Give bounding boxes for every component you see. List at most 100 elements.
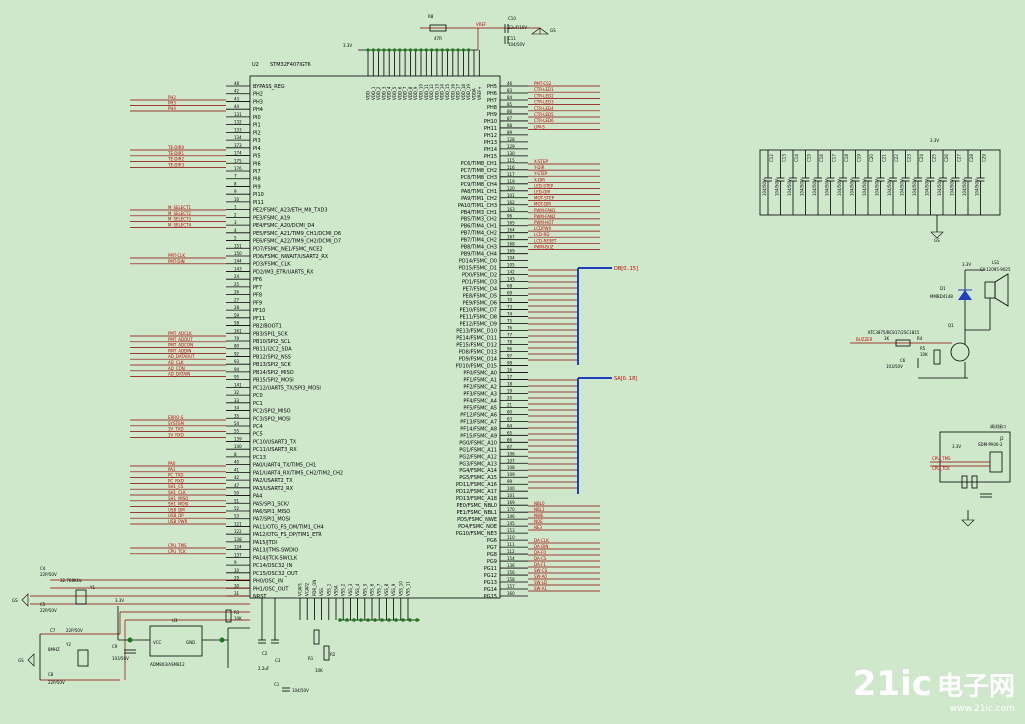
mcu-pin-name: PA12/OTG_FS_DP/TIM1_ETR xyxy=(253,532,322,538)
mcu-pin-name: NRST xyxy=(253,594,267,600)
buzzer-circuit: 3.3V D1 MMBD4148 LS1 CY-12095-9025 Q1 KT… xyxy=(850,260,1011,379)
mcu-pin-number: 120 xyxy=(507,186,515,191)
left-net-label: PMT-CLK xyxy=(168,253,185,258)
vdd-junction xyxy=(445,48,450,52)
mcu-pin-number: 60 xyxy=(507,409,513,414)
mcu-pin-number: 35 xyxy=(234,413,240,418)
mcu-pin-number: 150 xyxy=(234,251,242,256)
mcu-pin-number: 170 xyxy=(507,507,515,512)
mcu-pin-number: 79 xyxy=(234,336,240,341)
mcu-pin-name: PH15 xyxy=(484,154,497,160)
left-net-label: M_SELECT4 xyxy=(168,222,192,227)
mcu-pin-number: 42 xyxy=(234,89,240,94)
osc1-ground-label: GS xyxy=(12,598,18,603)
decap-ref: C13 xyxy=(782,154,787,162)
mcu-part: STM32F407IGT6 xyxy=(270,62,311,68)
mcu-pin-name: PG3/FSMC_A13 xyxy=(459,461,497,467)
r4-resistor xyxy=(895,339,911,347)
decap-ref: C24 xyxy=(919,154,924,162)
c5-value: 22P/50V xyxy=(40,608,57,613)
mcu-top-pin-name: VDD_16 xyxy=(450,84,455,100)
mcu-pin-name: PH2 xyxy=(253,92,263,98)
mcu-pin-name: PD7/FSMC_NE1/FSMC_NCE2 xyxy=(253,246,323,252)
mcu-pin-name: PF10 xyxy=(253,308,265,314)
mcu-pin-name: PG4/FSMC_A14 xyxy=(459,468,497,474)
mcu-pin-name: PF4/FSMC_A4 xyxy=(463,398,497,404)
left-net-label: CPU_TMS xyxy=(168,543,187,548)
mcu-pin-name: PD9/FSMC_D14 xyxy=(459,356,497,362)
c10-ref: C10 xyxy=(508,16,516,21)
mcu-pin-name: PG14 xyxy=(484,587,497,593)
decoupling-ground-label: GS xyxy=(934,238,940,243)
mcu-pin-name: PF5/FSMC_A5 xyxy=(463,405,497,411)
right-net-label: NOE xyxy=(534,519,543,524)
mcu-pin-name: PI3 xyxy=(253,138,261,144)
decap-value: 104/50V xyxy=(825,179,830,196)
mcu-pin-name: PG8 xyxy=(487,552,497,558)
mcu-top-pin-name: VDD_6 xyxy=(397,86,402,100)
left-net-label: PA1 xyxy=(168,467,176,472)
mcu-pin-name: PH4 xyxy=(253,107,263,113)
mcu-pin-name: PF15/FSMC_A9 xyxy=(460,433,497,439)
vss-junction xyxy=(380,618,384,622)
decap-ref: C23 xyxy=(907,154,912,162)
address-bus: SA[0..18] xyxy=(577,376,637,494)
left-net-label: AD_DATAOUT xyxy=(168,354,195,359)
mcu-pin-name: PB13/SPI2_SCK xyxy=(253,362,292,368)
left-net-label: SH1_MOSI xyxy=(168,502,188,507)
debug-header xyxy=(989,451,1003,473)
right-net-label: PMT-CS2 xyxy=(534,81,552,86)
mcu-pin-number: 131 xyxy=(234,112,242,117)
mcu-pin-name: PH12 xyxy=(484,133,497,139)
mcu-pin-name: PH9 xyxy=(487,112,497,118)
mcu-bottom-pin-name: PDR_ON xyxy=(312,580,317,596)
mcu-pin-name: PE9/FSMC_D6 xyxy=(463,301,497,307)
mcu-pin-number: 93 xyxy=(234,359,240,364)
mcu-pin-number: 143 xyxy=(507,277,515,282)
mcu-pin-number: 145 xyxy=(507,521,515,526)
right-net-label: LED-DIR xyxy=(534,190,551,195)
mcu-pin-number: 24 xyxy=(234,274,240,279)
mcu-pin-name: PC15/OSC32_OUT xyxy=(253,571,299,577)
mcu-pin-number: 137 xyxy=(234,552,242,557)
right-net-label: LCD-RD xyxy=(534,232,549,237)
left-net-label: PH2 xyxy=(168,95,176,100)
right-net-label: CTR-LED6 xyxy=(534,118,554,123)
mcu-pin-name: PB7/TIM4_CH2 xyxy=(461,231,497,237)
mcu-pin-name: PD6/FSMC_NWAIT/USART2_RX xyxy=(253,254,329,260)
decap-value: 104/50V xyxy=(775,179,780,196)
decap-value: 104/50V xyxy=(862,179,867,196)
mcu-pin-number: 164 xyxy=(507,228,515,233)
left-net-label: ERRO-S xyxy=(168,415,184,420)
mcu-pin-number: 122 xyxy=(234,529,242,534)
mcu-pin-number: 136 xyxy=(507,563,515,568)
mcu-pin-number: 96 xyxy=(507,214,513,219)
left-net-label: TE-DIR2 xyxy=(167,157,184,162)
mcu-pin-number: 54 xyxy=(234,421,240,426)
left-net-label: CPU_TCK xyxy=(168,549,186,554)
y2-crystal xyxy=(77,649,89,667)
mcu-pin-number: 85 xyxy=(507,102,513,107)
decap-ref: C19 xyxy=(857,154,862,162)
mcu-pin-number: 4 xyxy=(234,228,237,233)
mcu-top-pin-name: VDD_8 xyxy=(408,86,413,100)
mcu-bottom-pin-name: VSS_8 xyxy=(384,583,389,596)
mcu-pin-number: 63 xyxy=(507,416,513,421)
mcu-pin-number: 84 xyxy=(507,95,513,100)
left-net-label: TE-DIR0 xyxy=(167,145,184,150)
address-bus-label: SA[0..18] xyxy=(614,376,637,382)
mcu-pin-number: 143 xyxy=(234,266,242,271)
r5-ref: R5 xyxy=(920,346,926,351)
mcu-pin-name: PE3/FSMC_A19 xyxy=(253,215,290,221)
mcu-pin-number: 108 xyxy=(507,465,515,470)
decap-ref: C27 xyxy=(957,154,962,162)
mcu-pin-name: PH13 xyxy=(484,140,497,146)
debug-net-tms: CPU_TMS xyxy=(932,456,951,461)
right-net-label: PWM-FAN1 xyxy=(534,208,556,213)
mcu-pin-number: 83 xyxy=(507,88,513,93)
mcu-pin-number: 64 xyxy=(507,423,513,428)
mcu-pin-number: 9 xyxy=(234,189,237,194)
mcu-pin-name: PB4/TIM3_CH1 xyxy=(461,210,497,216)
